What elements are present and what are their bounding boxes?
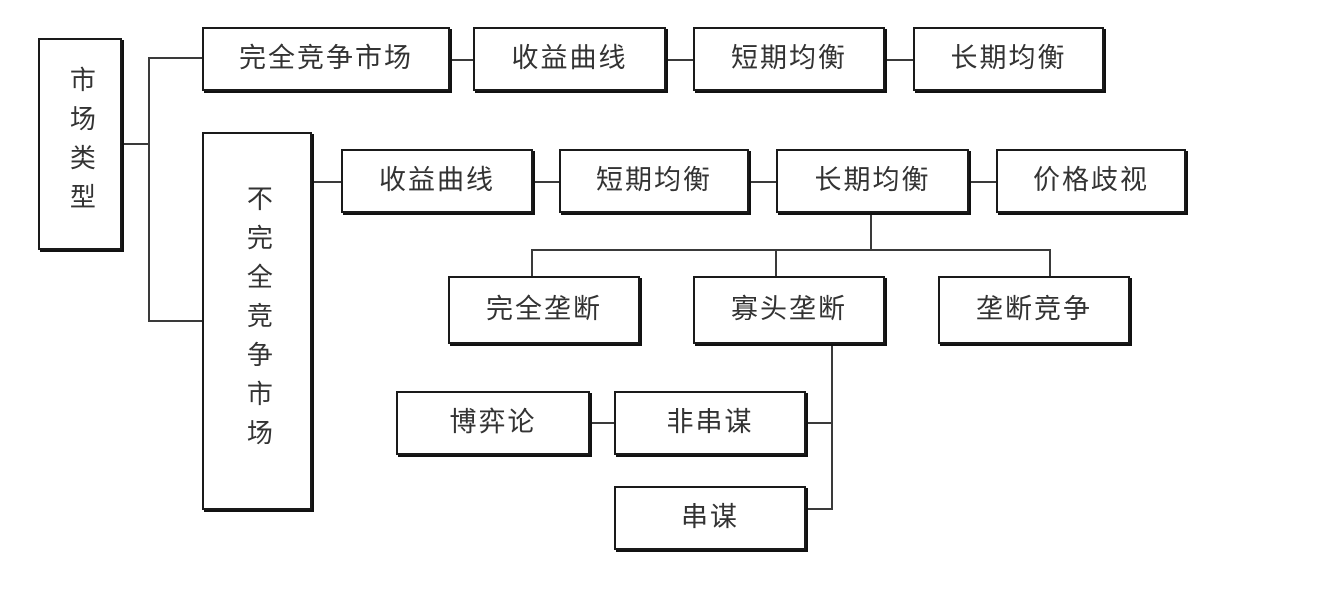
edge-root-stub <box>122 143 150 145</box>
node-imperfect-competition-market[interactable]: 不完全竞争市场 <box>202 132 312 510</box>
node-label: 长期均衡 <box>814 165 931 197</box>
edge-revenue-to-short <box>666 59 694 61</box>
node-label: 串谋 <box>681 502 739 534</box>
edge-bus-to-pure-monopoly <box>531 249 533 276</box>
edge-root-to-imperfect <box>148 320 204 322</box>
edge-bus-to-monopolistic <box>1049 249 1051 276</box>
edge-im-revenue-to-short <box>533 181 560 183</box>
node-label: 收益曲线 <box>379 165 495 197</box>
node-pm-revenue-curve[interactable]: 收益曲线 <box>473 27 666 91</box>
node-root-market-type[interactable]: 市场类型 <box>38 38 122 250</box>
node-label: 长期均衡 <box>950 43 1067 75</box>
node-non-collusion[interactable]: 非串谋 <box>614 391 806 455</box>
edge-short-to-long <box>885 59 914 61</box>
node-collusion[interactable]: 串谋 <box>614 486 806 550</box>
node-label: 收益曲线 <box>511 43 628 75</box>
node-label: 非串谋 <box>666 407 754 439</box>
edge-root-to-perfect <box>148 57 204 59</box>
edge-im-long-to-price <box>968 181 997 183</box>
edge-imperfect-to-revenue <box>312 181 342 183</box>
edge-root-splitter <box>148 57 150 322</box>
node-monopolistic-competition[interactable]: 垄断竞争 <box>938 276 1130 344</box>
edge-oligopoly-to-non-collusion <box>805 422 833 424</box>
edge-children-bus <box>531 249 1051 251</box>
node-im-revenue-curve[interactable]: 收益曲线 <box>341 149 533 213</box>
edge-bus-to-oligopoly <box>775 249 777 276</box>
node-label: 寡头垄断 <box>731 294 847 326</box>
edge-perfect-to-revenue <box>450 59 474 61</box>
node-label: 不完全竞争市场 <box>242 184 273 458</box>
edge-oligopoly-drop <box>831 344 833 510</box>
node-im-short-run-equilibrium[interactable]: 短期均衡 <box>559 149 749 213</box>
node-label: 短期均衡 <box>596 165 712 197</box>
node-label: 垄断竞争 <box>976 294 1092 326</box>
node-label: 价格歧视 <box>1033 165 1149 197</box>
node-im-long-run-equilibrium[interactable]: 长期均衡 <box>776 149 969 213</box>
node-label: 博弈论 <box>449 407 537 439</box>
node-pure-monopoly[interactable]: 完全垄断 <box>448 276 640 344</box>
node-perfect-competition-market[interactable]: 完全竞争市场 <box>202 27 450 91</box>
node-price-discrimination[interactable]: 价格歧视 <box>996 149 1186 213</box>
node-label: 完全垄断 <box>486 294 602 326</box>
node-pm-short-run-equilibrium[interactable]: 短期均衡 <box>693 27 885 91</box>
node-pm-long-run-equilibrium[interactable]: 长期均衡 <box>913 27 1104 91</box>
edge-game-theory-to-non-collusion <box>590 422 614 424</box>
edge-oligopoly-to-collusion <box>805 508 833 510</box>
node-label: 短期均衡 <box>731 43 847 75</box>
node-game-theory[interactable]: 博弈论 <box>396 391 590 455</box>
node-label: 市场类型 <box>65 66 96 222</box>
edge-im-short-to-long <box>748 181 777 183</box>
edge-imlong-drop <box>870 212 872 250</box>
node-label: 完全竞争市场 <box>239 43 413 75</box>
node-oligopoly[interactable]: 寡头垄断 <box>693 276 885 344</box>
